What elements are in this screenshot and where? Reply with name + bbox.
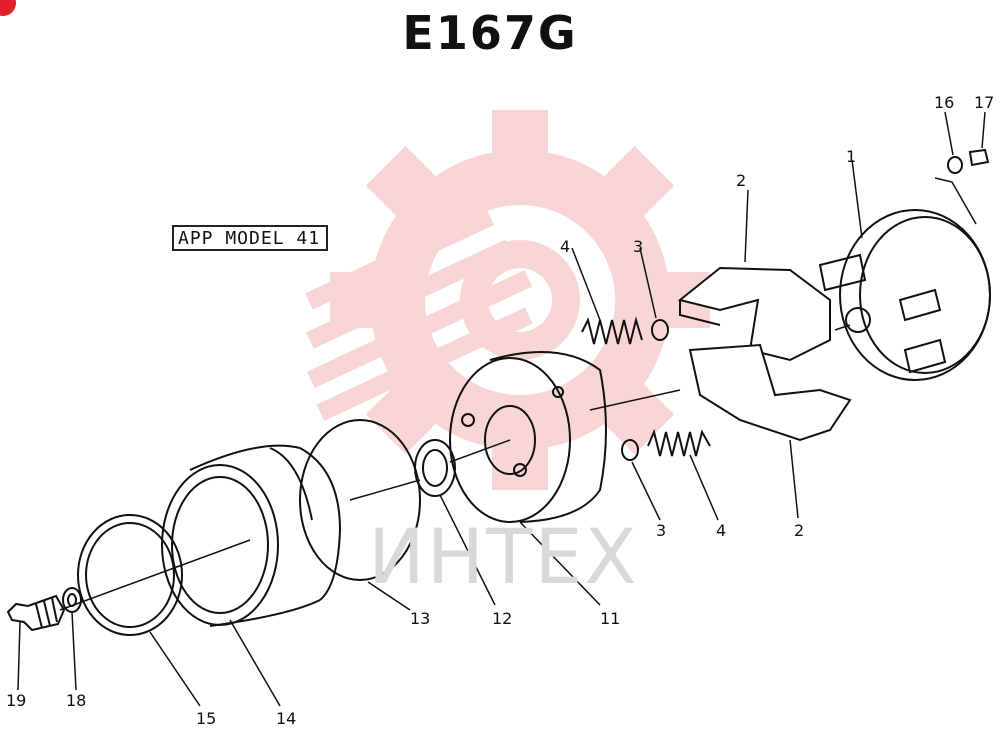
part-16-washer: [947, 156, 963, 174]
part-13-o-ring: [299, 419, 421, 581]
part-4-spring-lower: [647, 428, 711, 457]
part-2-jaw-lower: [688, 343, 852, 442]
watermark-text: ИНТЕХ: [368, 512, 639, 601]
part-2-jaw-upper: [677, 266, 831, 362]
callout-1: 1: [846, 147, 856, 166]
callout-18: 18: [66, 691, 86, 710]
callout-16: 16: [934, 93, 954, 112]
part-4-spring-upper: [581, 316, 643, 345]
callout-3-lower: 3: [656, 521, 666, 540]
callout-13: 13: [410, 609, 430, 628]
diagram-title: E167G: [402, 6, 578, 60]
leader-lines: [17, 111, 986, 707]
callout-14: 14: [276, 709, 296, 728]
callout-12: 12: [492, 609, 512, 628]
callout-4-lower: 4: [716, 521, 726, 540]
part-1-back-plate: [818, 209, 991, 381]
part-19-set-screw: [6, 594, 66, 632]
callout-4-upper: 4: [560, 237, 570, 256]
part-12-seal: [414, 439, 456, 497]
watermark-gear-icon: [305, 110, 710, 490]
callout-19: 19: [6, 691, 26, 710]
callout-15: 15: [196, 709, 216, 728]
part-17-screw: [968, 148, 990, 167]
part-15-snap-ring: [77, 514, 183, 636]
part-14-housing: [161, 444, 342, 627]
corner-badge: [0, 0, 16, 16]
callout-3-upper: 3: [633, 237, 643, 256]
callout-2-upper: 2: [736, 171, 746, 190]
model-label: APP MODEL 41: [172, 225, 329, 251]
part-3-washer-lower: [621, 439, 639, 461]
callout-17: 17: [974, 93, 994, 112]
callout-2-lower: 2: [794, 521, 804, 540]
part-3-washer-upper: [651, 319, 669, 341]
callout-11: 11: [600, 609, 620, 628]
part-11-hub: [449, 351, 607, 523]
